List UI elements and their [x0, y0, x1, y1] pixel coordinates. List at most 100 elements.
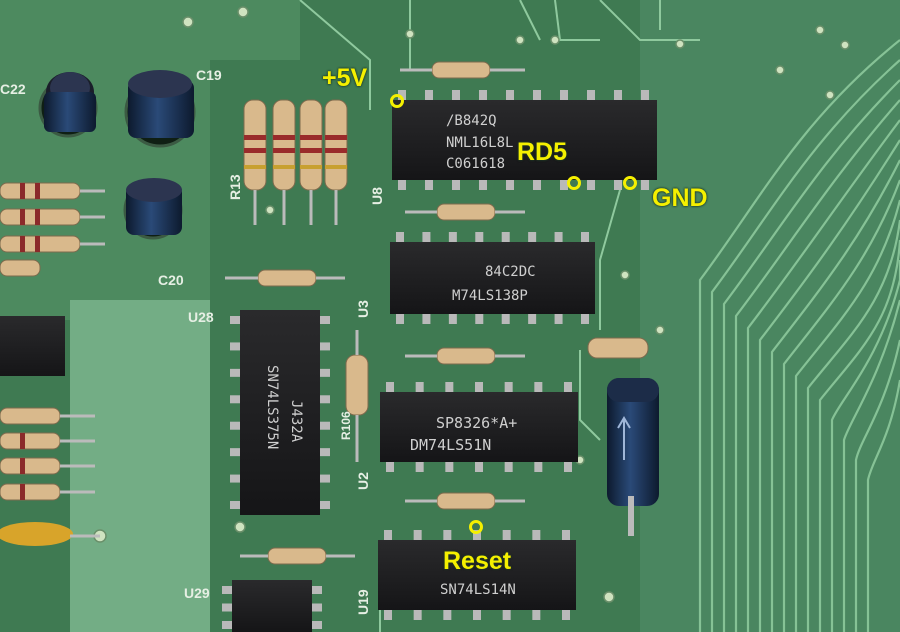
chip-pin [502, 610, 511, 620]
chip-pin [532, 610, 541, 620]
chip-pin [222, 586, 232, 594]
chip-pin [415, 462, 424, 472]
u3-marking-1: 84C2DC [485, 264, 536, 280]
label-r13: R13 [227, 174, 243, 200]
u2-marking-2: DM74LS51N [410, 436, 491, 454]
chip-pin [398, 180, 406, 190]
chip-pin [452, 180, 460, 190]
chip-pin [413, 530, 422, 540]
chip-pin [396, 314, 404, 324]
u8-marking-3: C061618 [446, 156, 505, 172]
chip-pin [506, 90, 514, 100]
u8-marking-2: NML16L8L [446, 135, 513, 151]
chip-pin [398, 90, 406, 100]
u28-marking-2: SN74LS375N [264, 365, 280, 449]
chip-pin [473, 530, 481, 540]
chip-pin [312, 603, 322, 612]
ic-chips [0, 100, 657, 632]
chip-pin [534, 462, 543, 472]
chip-pin [443, 610, 452, 620]
chip-pin [532, 530, 541, 540]
u8-marking-1: /B842Q [446, 113, 497, 129]
chip-pin [384, 530, 392, 540]
chip-pin [479, 180, 487, 190]
chip-pin [533, 90, 541, 100]
chip-pin [614, 180, 622, 190]
chip-pin [587, 180, 595, 190]
chip-pin [386, 382, 394, 392]
chip-pin [445, 462, 454, 472]
chip-pin [641, 180, 649, 190]
chip-pin [501, 314, 510, 324]
chip-pin [560, 90, 568, 100]
chip-pin [443, 530, 452, 540]
chip-pin [554, 232, 563, 242]
chip-pin [425, 180, 433, 190]
chip-pin [475, 232, 484, 242]
reset-label: Reset [443, 547, 512, 575]
chip-pin [448, 314, 457, 324]
label-u8: U8 [369, 187, 385, 205]
chip-pin [445, 382, 454, 392]
chip-pin [504, 462, 513, 472]
chip-pin [320, 316, 330, 324]
rd5-label: RD5 [517, 138, 568, 166]
chip-pin [384, 610, 392, 620]
chip-pins [222, 90, 649, 629]
u28-marking-1: J432A [288, 400, 304, 443]
chip-pin [320, 448, 330, 457]
u3-marking-2: M74LS138P [452, 288, 528, 304]
chip-pin [230, 316, 240, 324]
chip-pin [554, 314, 563, 324]
plus5v-marker [390, 94, 404, 108]
chip-pin [230, 474, 240, 483]
chip-pin [534, 382, 543, 392]
u2-marking-1: SP8326*A+ [436, 414, 517, 432]
chip-pin [560, 180, 568, 190]
chip-pin [564, 462, 572, 472]
chip-pin [230, 368, 240, 377]
chip-pin [452, 90, 460, 100]
chip-pin [475, 382, 483, 392]
chip-pin [320, 474, 330, 483]
chip-pin [641, 90, 649, 100]
electrolytic-capacitors [38, 70, 659, 536]
chip-pin [581, 314, 589, 324]
resistors [0, 61, 649, 565]
chip-pin [230, 501, 240, 509]
chip-pin [413, 610, 422, 620]
plus5v-label: +5V [322, 64, 368, 92]
chip-pin [230, 395, 240, 404]
chip-pin [564, 382, 572, 392]
label-r106: R106 [339, 411, 353, 440]
reset-marker [469, 520, 483, 534]
chip-pin [581, 232, 589, 242]
label-c22: C22 [0, 81, 26, 97]
label-u28: U28 [188, 309, 214, 325]
chip-pin [473, 610, 481, 620]
label-u3: U3 [355, 300, 371, 318]
chip-pin [587, 90, 595, 100]
gnd-marker [623, 176, 637, 190]
chip-pin [475, 462, 483, 472]
u19-marking: SN74LS14N [440, 582, 516, 598]
label-u29: U29 [184, 585, 210, 601]
label-c19: C19 [196, 67, 222, 83]
chip-pin [230, 342, 240, 351]
trace-bundle [698, 39, 900, 632]
chip-pin [528, 232, 537, 242]
chip-pin [320, 342, 330, 351]
chip-pin [222, 621, 232, 629]
chip-pin [396, 232, 404, 242]
chip-pin [475, 314, 484, 324]
chip-pin [562, 530, 570, 540]
rd5-marker [567, 176, 581, 190]
chip-pin [422, 232, 431, 242]
gnd-label: GND [652, 184, 708, 212]
chip-pin [506, 180, 514, 190]
chip-pin [320, 368, 330, 377]
chip-pin [533, 180, 541, 190]
chip-pin [230, 448, 240, 457]
